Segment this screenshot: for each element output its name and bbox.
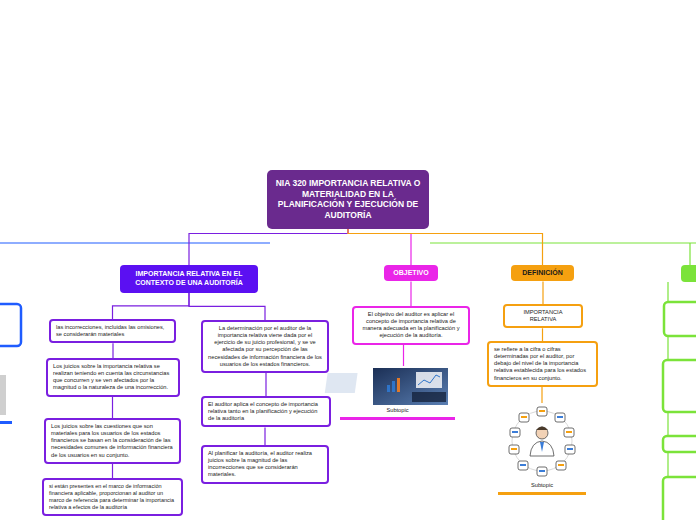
branch-connector	[403, 345, 404, 367]
central-topic: NIA 320 IMPORTANCIA RELATIVA O MATERIALI…	[267, 170, 429, 229]
branch-connector	[264, 427, 265, 445]
subtopic-box: El objetivo del auditor es aplicar el co…	[352, 306, 470, 345]
branch-connector	[189, 293, 265, 321]
cut-box	[664, 302, 696, 336]
branch-pill: DEFINICIÓN	[511, 265, 574, 281]
node-text: DEFINICIÓN	[516, 269, 569, 277]
cut-box	[663, 360, 696, 412]
trunk-line	[0, 242, 270, 243]
node-text: Subtopic	[498, 482, 586, 489]
branch-connector	[348, 229, 543, 266]
branch-connector	[410, 281, 411, 306]
branch-connector	[542, 328, 543, 341]
image-subtopic: Subtopic	[340, 366, 455, 420]
subtopic-box: Los juicios sobre la importancia relativ…	[46, 358, 180, 397]
node-text: OBJETIVO	[389, 269, 433, 277]
branch-connector	[541, 387, 542, 403]
subtopic-box: se refiere a la cifra o cifras determina…	[487, 341, 598, 387]
node-text: se refiere a la cifra o cifras determina…	[494, 346, 591, 382]
branch-connector	[265, 373, 266, 396]
subtopic-box: las incorrecciones, incluidas las omisio…	[49, 319, 176, 343]
subtopic-box: El auditor aplica el concepto de importa…	[201, 396, 331, 427]
branch-connector	[189, 229, 348, 266]
branch-line	[689, 243, 690, 266]
node-text: Los juicios sobre las cuestiones que son…	[51, 423, 174, 459]
subtopic-box: Los juicios sobre las cuestiones que son…	[44, 418, 181, 464]
branch-connector	[112, 464, 113, 478]
node-text: El objetivo del auditor es aplicar el co…	[359, 311, 463, 340]
branch-connector	[113, 293, 190, 320]
node-text: IMPORTANCIA RELATIVA	[510, 309, 576, 323]
cut-underline	[0, 421, 12, 424]
branch-pill: OBJETIVO	[384, 265, 438, 281]
node-text: si están presentes en el marco de inform…	[49, 483, 176, 511]
cut-box	[663, 436, 696, 452]
branch-connector	[112, 343, 113, 358]
subtopic-box: si están presentes en el marco de inform…	[42, 478, 183, 516]
laptop-illustration	[325, 368, 448, 405]
node-text: Los juicios sobre la importancia relativ…	[53, 363, 173, 392]
branch-header: IMPORTANCIA RELATIVA EN EL CONTEXTO DE U…	[120, 265, 258, 293]
node-text: Al planificar la auditoría, el auditor r…	[208, 450, 322, 479]
cut-box	[0, 304, 21, 346]
image-subtopic: Subtopic	[498, 403, 586, 495]
node-text: Subtopic	[340, 407, 455, 414]
node-text: El auditor aplica el concepto de importa…	[208, 401, 324, 422]
node-text: La determinación por el auditor de la im…	[208, 325, 322, 368]
branch-connector	[542, 281, 543, 304]
cut-image	[0, 375, 6, 415]
node-text: IMPORTANCIA RELATIVA EN EL CONTEXTO DE U…	[126, 270, 252, 288]
trunk-line	[430, 242, 696, 243]
subtopic-box: IMPORTANCIA RELATIVA	[503, 304, 583, 328]
branch-connector	[112, 397, 113, 419]
cut-box	[663, 477, 696, 520]
node-text: NIA 320 IMPORTANCIA RELATIVA O MATERIALI…	[273, 178, 423, 221]
node-text: las incorrecciones, incluidas las omisio…	[56, 324, 169, 338]
icon-circle-illustration	[509, 407, 575, 476]
cut-pill	[681, 265, 696, 282]
subtopic-box: La determinación por el auditor de la im…	[201, 320, 329, 373]
subtopic-box: Al planificar la auditoría, el auditor r…	[201, 445, 329, 484]
